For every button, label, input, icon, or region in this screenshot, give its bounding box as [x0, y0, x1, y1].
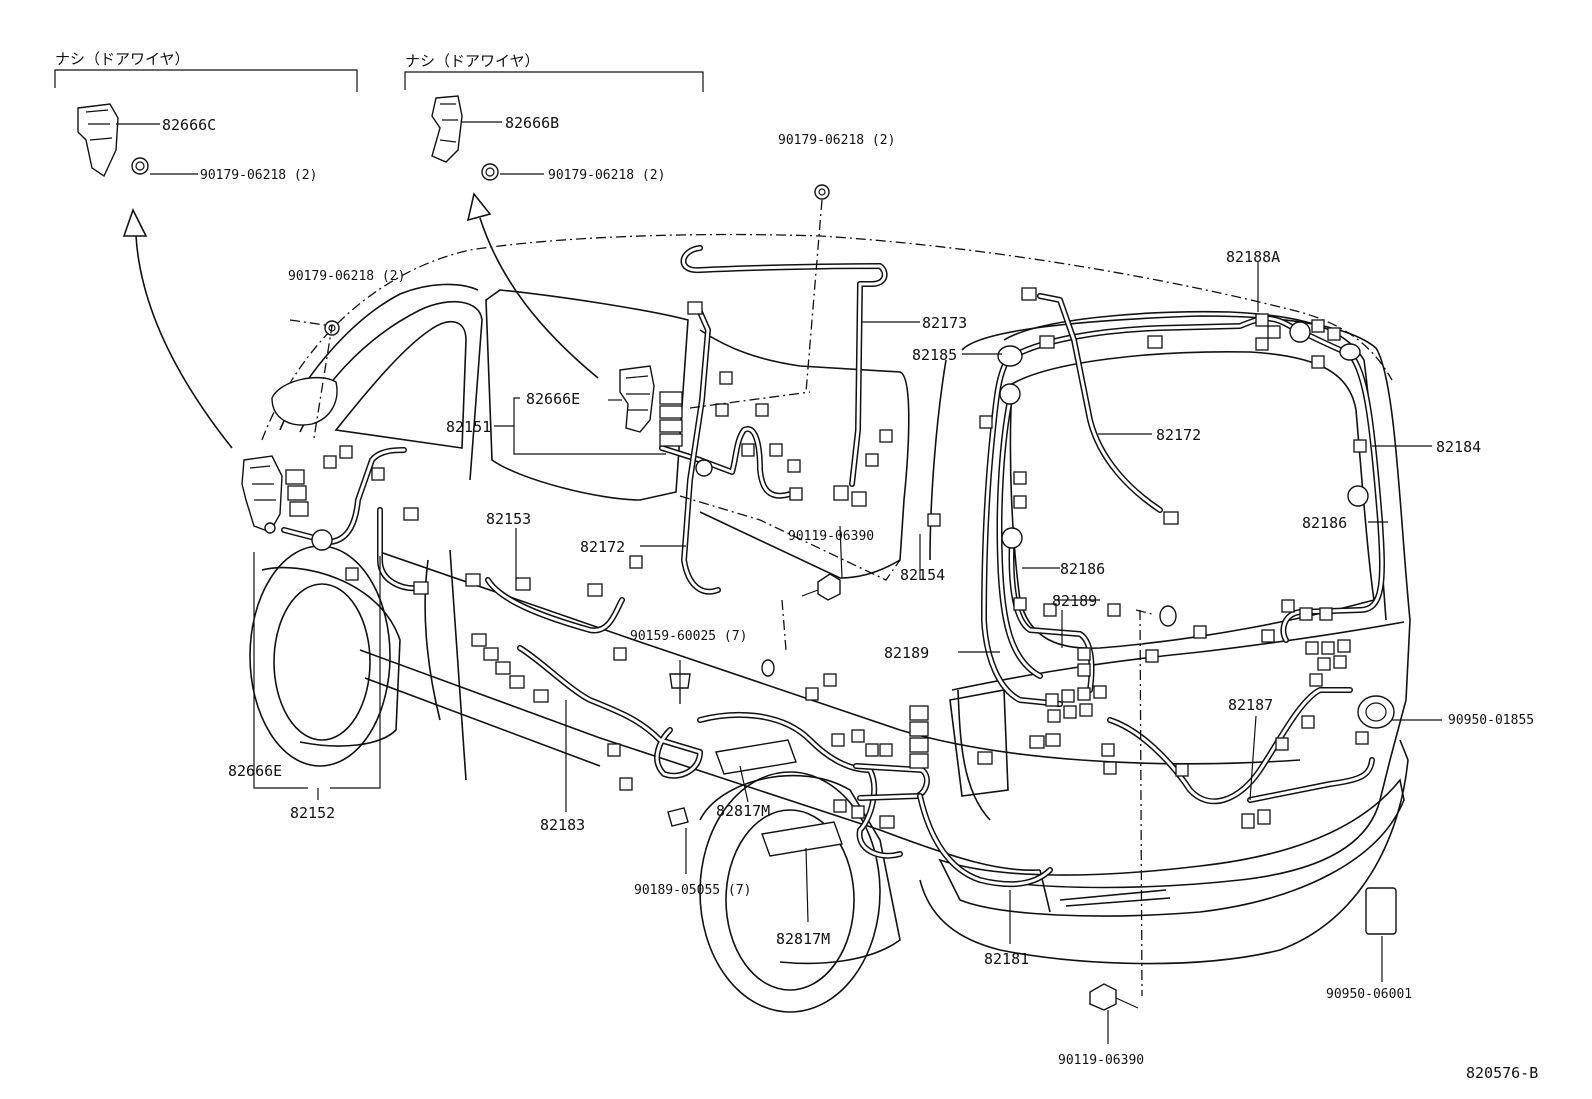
label-82183: 82183	[540, 816, 585, 834]
label-82153: 82153	[486, 510, 531, 528]
label-82666C: 82666C	[162, 116, 216, 134]
label-82154: 82154	[900, 566, 945, 584]
label-82187: 82187	[1228, 696, 1273, 714]
label-82666E-lower: 82666E	[228, 762, 282, 780]
inset-left: ナシ（ドアワイヤ）	[54, 50, 358, 178]
label-82666B: 82666B	[505, 114, 559, 132]
label-bolt-90119-top: 90119-06390	[788, 529, 874, 544]
label-clip-inset-left: 90179-06218 (2)	[200, 168, 317, 183]
leader-lines	[253, 262, 1442, 1044]
label-82181: 82181	[984, 950, 1029, 968]
label-82172-mid: 82172	[580, 538, 625, 556]
harness-82172-left	[681, 309, 721, 595]
harness-82172-right	[1037, 293, 1163, 513]
label-82666E-upper: 82666E	[526, 390, 580, 408]
label-clip-90159: 90159-60025 (7)	[630, 629, 747, 644]
arrow-right	[466, 192, 599, 379]
inset-right-note: ナシ（ドアワイヤ）	[405, 52, 540, 70]
label-82185: 82185	[912, 346, 957, 364]
label-bolt-90119-bottom: 90119-06390	[1058, 1053, 1144, 1068]
inset-right: ナシ（ドアワイヤ）	[404, 52, 704, 181]
label-82188A: 82188A	[1226, 248, 1280, 266]
label-82152: 82152	[290, 804, 335, 822]
label-pad-90950-06001: 90950-06001	[1326, 987, 1412, 1002]
label-82151: 82151	[446, 418, 491, 436]
harness-82153	[485, 577, 625, 634]
harness-82185-82189	[981, 353, 1095, 707]
arrow-left	[122, 207, 233, 449]
label-82184: 82184	[1436, 438, 1481, 456]
diagram-code: 820576-B	[1466, 1064, 1538, 1082]
label-82189-left: 82189	[884, 644, 929, 662]
inset-left-note: ナシ（ドアワイヤ）	[55, 50, 190, 68]
labels: 82666C 90179-06218 (2) 82666B 90179-0621…	[162, 114, 1538, 1082]
harness-82151	[281, 426, 793, 592]
label-82172-top: 82172	[1156, 426, 1201, 444]
harness-82187	[1107, 687, 1375, 805]
label-clip-90189: 90189-05055 (7)	[634, 883, 751, 898]
label-clip-top: 90179-06218 (2)	[778, 133, 895, 148]
vehicle-body	[249, 233, 1411, 1013]
reference-lines	[289, 199, 1153, 997]
label-clip-left: 90179-06218 (2)	[288, 269, 405, 284]
harness-82173	[680, 245, 888, 487]
label-82186-left: 82186	[1060, 560, 1105, 578]
label-82817M-lower: 82817M	[776, 930, 830, 948]
label-grommet-90950-01855: 90950-01855	[1448, 713, 1534, 728]
label-82186-right: 82186	[1302, 514, 1347, 532]
fasteners	[241, 184, 1397, 1011]
label-clip-inset-right: 90179-06218 (2)	[548, 168, 665, 183]
harness-82181	[917, 793, 1053, 888]
label-82817M-upper: 82817M	[716, 802, 770, 820]
label-82173: 82173	[922, 314, 967, 332]
label-82189-right: 82189	[1052, 592, 1097, 610]
connectors	[285, 287, 1369, 829]
